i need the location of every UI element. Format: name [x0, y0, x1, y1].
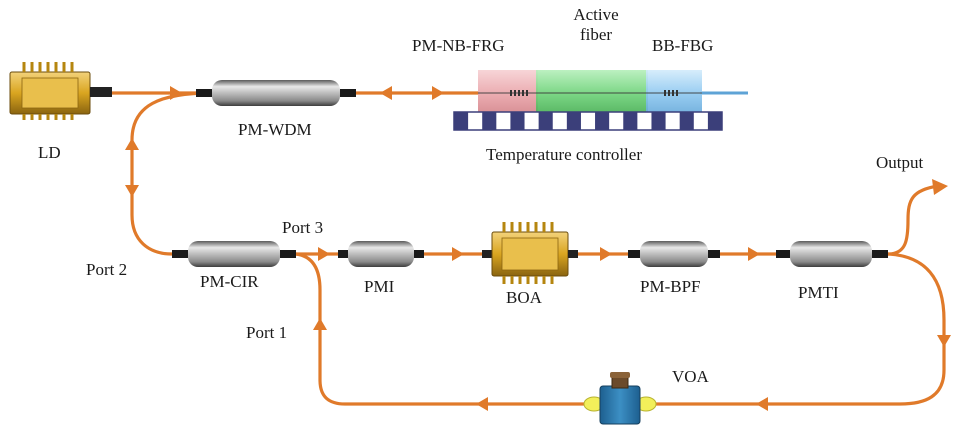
- pmti-component: [776, 241, 888, 267]
- voa-label: VOA: [672, 367, 709, 386]
- port-1-label: Port 1: [246, 323, 288, 342]
- arrow-down-loop: [937, 335, 951, 347]
- boa-amplifier: [482, 222, 578, 284]
- pm-bpf-component: [628, 241, 720, 267]
- fiber-output: [886, 184, 940, 256]
- temperature-controller-label: Temperature controller: [486, 145, 642, 164]
- arrow-left-loop2: [476, 397, 488, 411]
- temperature-controller-cell: [623, 112, 638, 130]
- active-fiber-label-line2: fiber: [579, 24, 613, 44]
- arrow-down-bi: [125, 185, 139, 197]
- fiber-wdm-to-cir: [130, 91, 214, 256]
- active-fiber-label: Active fiber: [566, 5, 626, 44]
- arrow-right-1: [170, 86, 182, 100]
- port-3-label: Port 3: [282, 218, 324, 237]
- arrow-right-cir: [318, 247, 330, 261]
- pm-bpf-label: PM-BPF: [640, 277, 701, 296]
- fbg-assembly: [478, 70, 748, 118]
- ld-laser-diode: [9, 62, 112, 120]
- temperature-controller-cell: [679, 112, 694, 130]
- pm-nb-frg-label: PM-NB-FRG: [412, 36, 505, 55]
- pm-wdm-component: [196, 80, 356, 106]
- pm-cir-label: PM-CIR: [200, 272, 259, 291]
- temperature-controller-cell: [566, 112, 581, 130]
- grating-marks: [510, 90, 678, 96]
- port-2-label: Port 2: [86, 260, 128, 279]
- bb-fbg-label: BB-FBG: [652, 36, 714, 55]
- arrow-right-bi: [432, 86, 444, 100]
- temperature-controller-cell: [595, 112, 610, 130]
- arrow-right-boa: [600, 247, 612, 261]
- fiber-loop-bottom: [294, 252, 592, 406]
- temperature-controller-cell: [510, 112, 525, 130]
- temperature-controller-cell: [538, 112, 553, 130]
- pm-wdm-label: PM-WDM: [238, 120, 312, 139]
- arrow-output: [932, 179, 948, 195]
- temperature-controller-cell: [651, 112, 666, 130]
- ld-label: LD: [38, 143, 61, 162]
- pmti-label: PMTI: [798, 283, 839, 302]
- pm-cir-component: [172, 241, 296, 267]
- pmi-component: [338, 241, 424, 267]
- temperature-controller-cell: [454, 112, 469, 130]
- arrow-up-bi: [125, 138, 139, 150]
- pmi-label: PMI: [364, 277, 395, 296]
- boa-label: BOA: [506, 288, 542, 307]
- temperature-controller-cell: [707, 112, 722, 130]
- active-fiber-label-line1: Active: [573, 5, 619, 24]
- voa-attenuator: [583, 372, 657, 425]
- arrow-left-loop1: [756, 397, 768, 411]
- arrow-right-pmi: [452, 247, 464, 261]
- temperature-controller-cell: [482, 112, 497, 130]
- arrow-right-bpf: [748, 247, 760, 261]
- temperature-controller-strip: [453, 111, 723, 131]
- arrow-up-loop: [313, 318, 327, 330]
- output-label: Output: [876, 153, 924, 172]
- arrow-left-bi: [380, 86, 392, 100]
- fiber-loop-right: [654, 252, 946, 406]
- arrowheads: [125, 86, 951, 411]
